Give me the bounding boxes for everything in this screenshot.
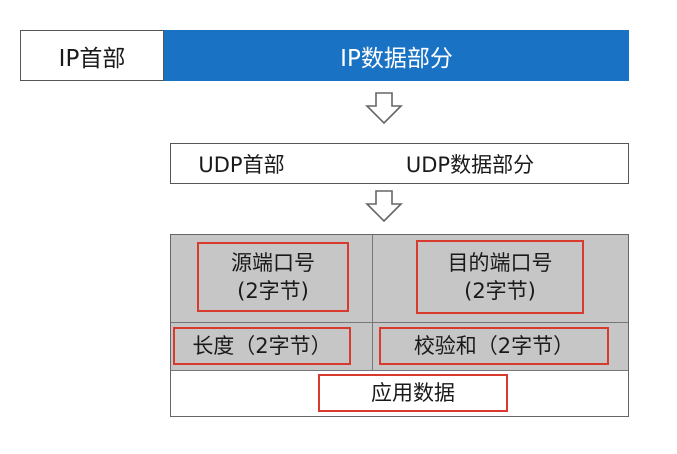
ip-data-label: IP数据部分 [340, 45, 453, 72]
udp-field-table: 源端口号 (2字节) 目的端口号 (2字节) 长度（2字节） 校验和（2字节） … [170, 234, 629, 417]
ip-header-block: IP首部 [20, 30, 164, 81]
udp-header-block: UDP首部 [170, 143, 313, 184]
udp-header-label: UDP首部 [198, 152, 285, 177]
app-data-highlight: 应用数据 [318, 374, 508, 412]
checksum-label: 校验和（2字节） [413, 333, 575, 358]
length-highlight: 长度（2字节） [173, 327, 351, 365]
udp-data-label: UDP数据部分 [405, 152, 535, 177]
source-port-label: 源端口号 [231, 250, 315, 275]
ip-data-block: IP数据部分 [164, 30, 629, 81]
source-port-cell: 源端口号 (2字节) [171, 235, 373, 323]
app-data-cell: 应用数据 [171, 371, 628, 416]
udp-data-block: UDP数据部分 [312, 143, 629, 184]
dest-port-label: 目的端口号 [447, 250, 553, 275]
dest-port-cell: 目的端口号 (2字节) [373, 235, 628, 323]
length-cell: 长度（2字节） [171, 323, 373, 371]
source-port-size: (2字节) [237, 279, 309, 303]
app-data-label: 应用数据 [371, 380, 455, 405]
checksum-cell: 校验和（2字节） [373, 323, 628, 371]
dest-port-highlight: 目的端口号 (2字节) [416, 240, 584, 314]
source-port-highlight: 源端口号 (2字节) [197, 242, 349, 312]
ip-header-label: IP首部 [58, 45, 126, 72]
dest-port-size: (2字节) [464, 279, 536, 303]
checksum-highlight: 校验和（2字节） [379, 327, 609, 365]
length-label: 长度（2字节） [192, 333, 332, 358]
down-arrow-icon [365, 92, 403, 124]
down-arrow-icon [365, 190, 403, 222]
